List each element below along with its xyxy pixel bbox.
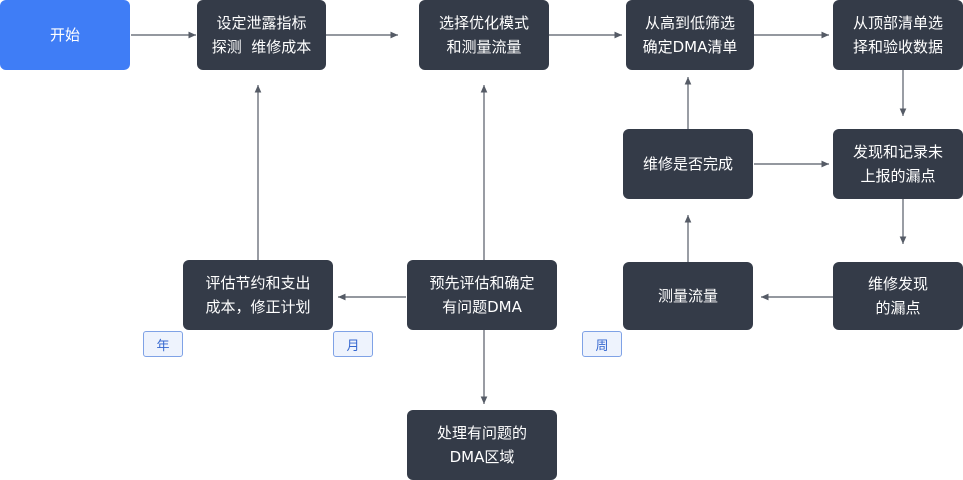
handle-dma-line-1: 处理有问题的 <box>436 424 527 442</box>
pre-evaluate-line-2: 有问题DMA <box>442 298 522 316</box>
filter-dma-line-2: 确定DMA清单 <box>642 38 738 56</box>
find-record-line-1: 发现和记录未 <box>852 143 943 161</box>
measure-flow-node: 测量流量 <box>623 262 753 330</box>
repair-leaks-node: 维修发现 的漏点 <box>833 262 963 330</box>
start-node-label: 开始 <box>49 26 80 44</box>
set-targets-line-2: 探测 维修成本 <box>211 38 312 56</box>
year-cycle-tag: 年 <box>143 331 183 357</box>
handle-dma-node: 处理有问题的 DMA区域 <box>407 410 557 480</box>
set-targets-node: 设定泄露指标 探测 维修成本 <box>197 0 326 70</box>
select-verify-line-2: 择和验收数据 <box>852 38 943 56</box>
evaluate-cost-line-2: 成本，修正计划 <box>205 298 311 316</box>
week-cycle-tag: 周 <box>582 331 622 357</box>
select-verify-node: 从顶部清单选 择和验收数据 <box>833 0 963 70</box>
start-node: 开始 <box>0 0 130 70</box>
filter-dma-line-1: 从高到低筛选 <box>644 14 735 32</box>
select-mode-line-2: 和测量流量 <box>446 38 522 56</box>
select-mode-line-1: 选择优化模式 <box>438 14 529 32</box>
evaluate-cost-line-1: 评估节约和支出 <box>205 274 311 292</box>
measure-flow-label: 测量流量 <box>657 287 718 305</box>
month-cycle-tag: 月 <box>333 331 373 357</box>
repair-leaks-line-2: 的漏点 <box>875 299 921 317</box>
evaluate-cost-node: 评估节约和支出 成本，修正计划 <box>183 260 333 330</box>
repair-done-node: 维修是否完成 <box>623 129 753 199</box>
handle-dma-line-2: DMA区域 <box>449 448 515 466</box>
find-record-node: 发现和记录未 上报的漏点 <box>833 129 963 199</box>
repair-leaks-line-1: 维修发现 <box>867 275 928 293</box>
select-verify-line-1: 从顶部清单选 <box>852 14 943 32</box>
pre-evaluate-node: 预先评估和确定 有问题DMA <box>407 260 557 330</box>
set-targets-line-1: 设定泄露指标 <box>216 14 307 32</box>
find-record-line-2: 上报的漏点 <box>860 167 936 185</box>
pre-evaluate-line-1: 预先评估和确定 <box>429 274 535 292</box>
select-mode-node: 选择优化模式 和测量流量 <box>419 0 549 70</box>
filter-dma-node: 从高到低筛选 确定DMA清单 <box>626 0 754 70</box>
repair-done-label: 维修是否完成 <box>642 155 733 173</box>
